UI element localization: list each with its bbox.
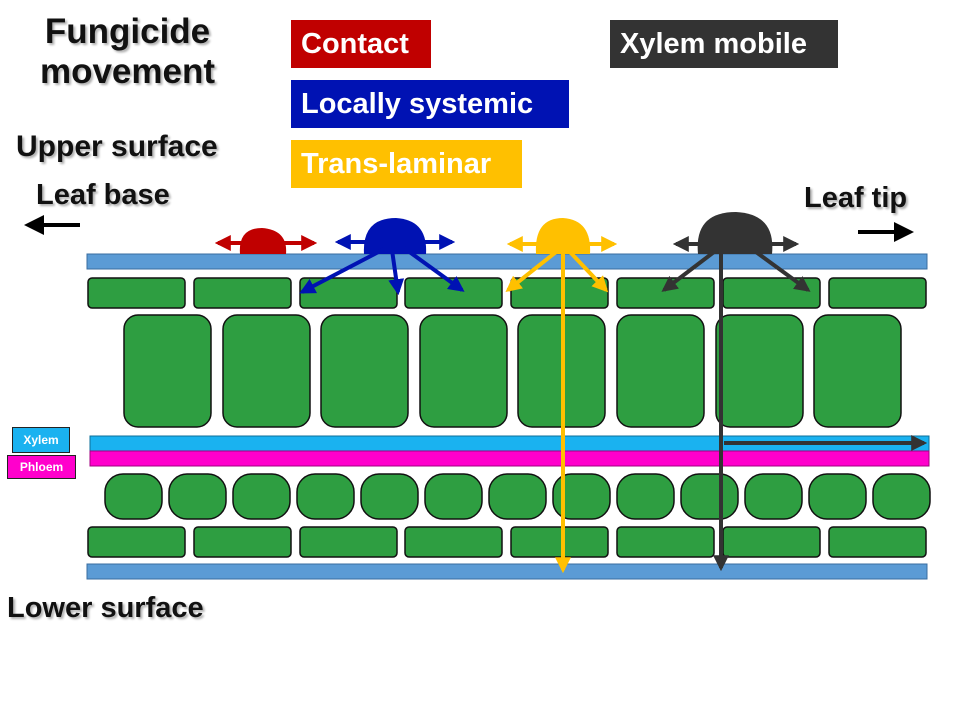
contact-fungicide <box>214 228 318 254</box>
trans-laminar-fungicide <box>505 218 618 574</box>
epidermal-cell <box>87 526 186 558</box>
palisade-cell <box>616 314 705 428</box>
epidermal-cell <box>193 526 292 558</box>
spongy-cell <box>104 473 163 520</box>
xylem-mobile-fungicide <box>661 212 928 572</box>
legend-locally-systemic: Locally systemic <box>291 80 569 128</box>
epidermal-cell <box>722 526 821 558</box>
epidermal-cell <box>510 277 609 309</box>
epidermal-cell <box>87 277 186 309</box>
leaf-tip-label: Leaf tip <box>804 182 908 214</box>
title-line-2: movement <box>39 52 216 91</box>
leaf-base-label: Leaf base <box>36 179 170 211</box>
local-arrow-down-left <box>299 246 387 294</box>
epidermal-cell <box>404 526 503 558</box>
spongy-cell <box>296 473 355 520</box>
epidermal-cell <box>299 526 398 558</box>
palisade-cell <box>123 314 212 428</box>
local-arrow-down-right <box>402 246 465 292</box>
lower-surface-label: Lower surface <box>7 592 204 624</box>
xylem-arrow-down-right <box>754 250 811 292</box>
xylem-mobile-droplet <box>697 212 773 254</box>
palisade-cell <box>222 314 311 428</box>
xylem-label: Xylem <box>12 427 70 453</box>
epidermal-cell <box>722 277 821 309</box>
palisade-layer <box>123 314 902 428</box>
epidermal-cell <box>616 277 715 309</box>
lower-epidermis <box>87 526 927 558</box>
page-title: Fungicide movement <box>20 12 235 92</box>
spongy-cell <box>872 473 931 520</box>
palisade-cell <box>715 314 804 428</box>
epidermal-cell <box>510 526 609 558</box>
epidermal-cell <box>828 526 927 558</box>
trans-laminar-droplet <box>535 218 591 254</box>
spongy-cell <box>616 473 675 520</box>
phloem-vessel <box>89 450 930 467</box>
epidermal-cell <box>299 277 398 309</box>
spongy-cell <box>424 473 483 520</box>
locally-systemic-fungicide <box>299 218 465 296</box>
spongy-cell <box>744 473 803 520</box>
spongy-mesophyll <box>104 473 931 520</box>
phloem-label: Phloem <box>7 455 76 479</box>
palisade-cell <box>320 314 409 428</box>
upper-epidermis <box>87 277 927 309</box>
locally-systemic-droplet <box>363 218 427 254</box>
spongy-cell <box>232 473 291 520</box>
legend-xylem-mobile: Xylem mobile <box>610 20 838 68</box>
palisade-cell <box>813 314 902 428</box>
lower-cuticle <box>86 563 928 580</box>
contact-droplet <box>239 228 287 254</box>
spongy-cell <box>808 473 867 520</box>
trans-arrow-down-right <box>568 250 609 293</box>
upper-cuticle <box>86 253 928 270</box>
local-arrow-down <box>388 249 405 296</box>
trans-arrow-down-left <box>505 250 558 292</box>
upper-surface-label: Upper surface <box>16 130 218 163</box>
spongy-cell <box>360 473 419 520</box>
xylem-arrow-down-left <box>661 250 716 292</box>
legend-contact: Contact <box>291 20 431 68</box>
spongy-cell <box>488 473 547 520</box>
spongy-cell <box>168 473 227 520</box>
epidermal-cell <box>616 526 715 558</box>
title-line-1: Fungicide <box>44 12 211 51</box>
epidermal-cell <box>193 277 292 309</box>
spongy-cell <box>680 473 739 520</box>
legend-trans-laminar: Trans-laminar <box>291 140 522 188</box>
palisade-cell <box>419 314 508 428</box>
epidermal-cell <box>828 277 927 309</box>
spongy-cell <box>552 473 611 520</box>
